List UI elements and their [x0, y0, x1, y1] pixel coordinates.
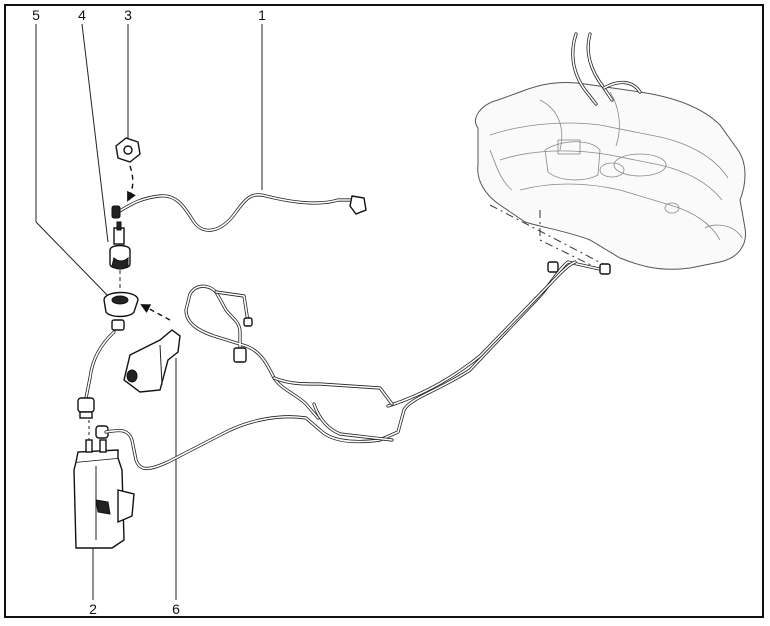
part-5-bracket-ring	[103, 291, 171, 321]
callout-1-label: 1	[258, 7, 266, 23]
part-2-charcoal-canister	[73, 420, 135, 549]
part-3-clip	[115, 137, 141, 202]
callout-3: 3	[118, 8, 138, 22]
callout-2-label: 2	[89, 601, 97, 617]
tank-guide-lines	[489, 204, 606, 273]
vapor-line-main	[95, 260, 611, 471]
fuel-tank	[475, 81, 747, 270]
leader-line-5b	[35, 221, 113, 301]
callout-4: 4	[72, 8, 92, 22]
leader-line-4	[81, 23, 109, 243]
filler-pipes	[571, 32, 642, 106]
part-6-mounting-bracket	[123, 329, 181, 393]
callout-6: 6	[166, 602, 186, 616]
callout-2: 2	[83, 602, 103, 616]
callout-6-label: 6	[172, 601, 180, 617]
diagram-frame	[4, 4, 764, 618]
callout-5: 5	[32, 7, 40, 23]
callout-1: 1	[252, 8, 272, 22]
part-4-purge-valve	[109, 221, 131, 290]
callout-4-label: 4	[78, 7, 86, 23]
leader-lines	[35, 23, 263, 600]
vapor-line-loop	[184, 284, 394, 442]
callout-3-label: 3	[124, 7, 132, 23]
hose-1	[111, 193, 367, 232]
hose-canister-to-valve	[77, 319, 125, 419]
